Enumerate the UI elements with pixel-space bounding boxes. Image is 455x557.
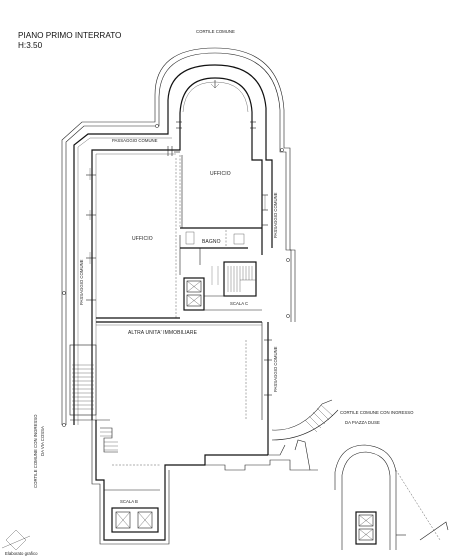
bottom-section: SCALA B [91,420,318,545]
plan-height: H:3.50 [18,41,43,50]
label-ufficio-right: UFFICIO [210,171,231,177]
scala-c: SCALA C [183,261,262,311]
room-bagno: BAGNO [179,230,248,275]
label-altra-unita: ALTRA UNITA' IMMOBILIARE [128,330,198,336]
label-passaggio-right-lower: PASSAGGIO COMUNE [273,346,278,392]
label-passaggio-left: PASSAGGIO COMUNE [79,259,84,305]
outer-perimeter [61,47,296,427]
label-ufficio-left: UFFICIO [132,236,153,242]
label-cortile-top: CORTILE COMUNE [196,29,235,34]
label-cortile-left-2: DA VIA COSSA [40,426,45,456]
curved-stair [268,399,339,456]
corner-mark: Elaborato grafico [1,529,38,556]
room-ufficio-left: UFFICIO [86,158,180,319]
plan-title: PIANO PRIMO INTERRATO [18,31,121,40]
label-passaggio-top: PASSAGGIO COMUNE [112,138,158,143]
label-scala-c: SCALA C [230,301,248,306]
lower-tower [334,444,449,550]
label-cortile-right-2: DA PIAZZA DUSE [345,420,380,425]
room-ufficio-right: UFFICIO [167,146,268,229]
label-cortile-left-1: CORTILE COMUNE CON INGRESSO [33,414,38,488]
label-cortile-right-1: CORTILE COMUNE CON INGRESSO [340,410,414,415]
dome-bay [176,80,256,129]
label-scala-b: SCALA B [120,499,138,504]
room-altra-unita: ALTRA UNITA' IMMOBILIARE [96,321,272,455]
label-bagno: BAGNO [202,239,221,245]
label-passaggio-right-upper: PASSAGGIO COMUNE [273,192,278,238]
label-corner-note: Elaborato grafico [5,551,38,556]
stair-left [69,344,110,421]
